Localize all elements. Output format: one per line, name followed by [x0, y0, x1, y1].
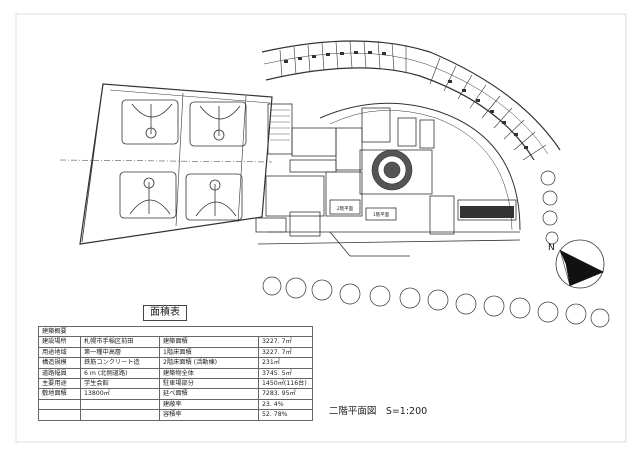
floor-label-box-2	[365, 207, 397, 221]
table-cell-v2: 3227. 7㎡	[258, 346, 313, 359]
table-cell-k: 敷地面積	[38, 388, 81, 400]
table-cell-k2: 建築物全体	[159, 367, 259, 379]
table-cell-v2: 52. 78%	[258, 409, 313, 421]
table-cell-v2: 3227. 7㎡	[258, 336, 313, 348]
table-cell-v2: 1450㎡(116台)	[258, 377, 313, 390]
plan-title: 二階平面図 S=1:200	[328, 406, 428, 417]
floor-label-1f: 1階平面	[373, 211, 390, 218]
table-cell-k	[38, 398, 81, 411]
table-cell-v: 鉄筋コンクリート造	[80, 357, 160, 369]
floor-label-box-1	[329, 199, 361, 215]
north-arrow-icon	[555, 239, 605, 289]
basketball-court-3	[119, 171, 177, 219]
table-cell-k2: 容積率	[159, 409, 259, 421]
table-cell-k: 構造規模	[38, 357, 81, 369]
trees-right	[540, 170, 559, 245]
table-cell-k2: 建築面積	[159, 336, 259, 348]
table-cell-v2: 7283. 95㎡	[258, 388, 313, 400]
basketball-court-4	[185, 173, 243, 221]
table-cell-v	[80, 398, 160, 411]
table-cell-v2: 23. 4%	[258, 398, 313, 411]
table-cell-k2: 1階床面積	[159, 346, 259, 359]
basketball-court-2	[189, 101, 247, 147]
courtyard-circle	[371, 149, 413, 191]
trees-row	[262, 276, 610, 328]
table-cell-k: 建設場所	[38, 336, 81, 348]
dormitory-details	[284, 51, 528, 149]
dormitory-rooms	[279, 40, 547, 161]
table-cell-v	[80, 409, 160, 421]
floor-label-2f: 2階平面	[337, 205, 354, 212]
gymnasium-outline	[79, 83, 273, 245]
table-cell-k2: 駐車場部分	[159, 377, 259, 390]
table-cell-k2: 延べ面積	[159, 388, 259, 400]
table-cell-k2: 建蔽率	[159, 398, 259, 411]
table-cell-v2: 231㎡	[258, 357, 313, 369]
stair-core	[267, 103, 293, 155]
table-cell-k: 主要用途	[38, 377, 81, 390]
summary-header: 建築概要	[38, 325, 313, 338]
table-cell-v: 13800㎡	[80, 388, 160, 400]
north-label: N	[548, 243, 555, 253]
page-frame	[15, 13, 627, 443]
table-cell-k: 用途地域	[38, 346, 81, 359]
table-cell-v: 第一種中高層	[80, 346, 160, 359]
table-cell-k: 道路幅員	[38, 367, 81, 379]
dormitory-arc	[261, 40, 561, 161]
basketball-court-1	[121, 99, 179, 145]
area-table-title: 面積表	[143, 305, 187, 321]
table-cell-v: 学生会館	[80, 377, 160, 390]
table-cell-v: 札幌市手稲区前田	[80, 336, 160, 348]
table-cell-v2: 3745. 5㎡	[258, 367, 313, 379]
table-cell-k2: 2階床面積 (活動棟)	[159, 357, 259, 369]
table-cell-v: 6 m (北側道路)	[80, 367, 160, 379]
table-cell-k	[38, 409, 81, 421]
